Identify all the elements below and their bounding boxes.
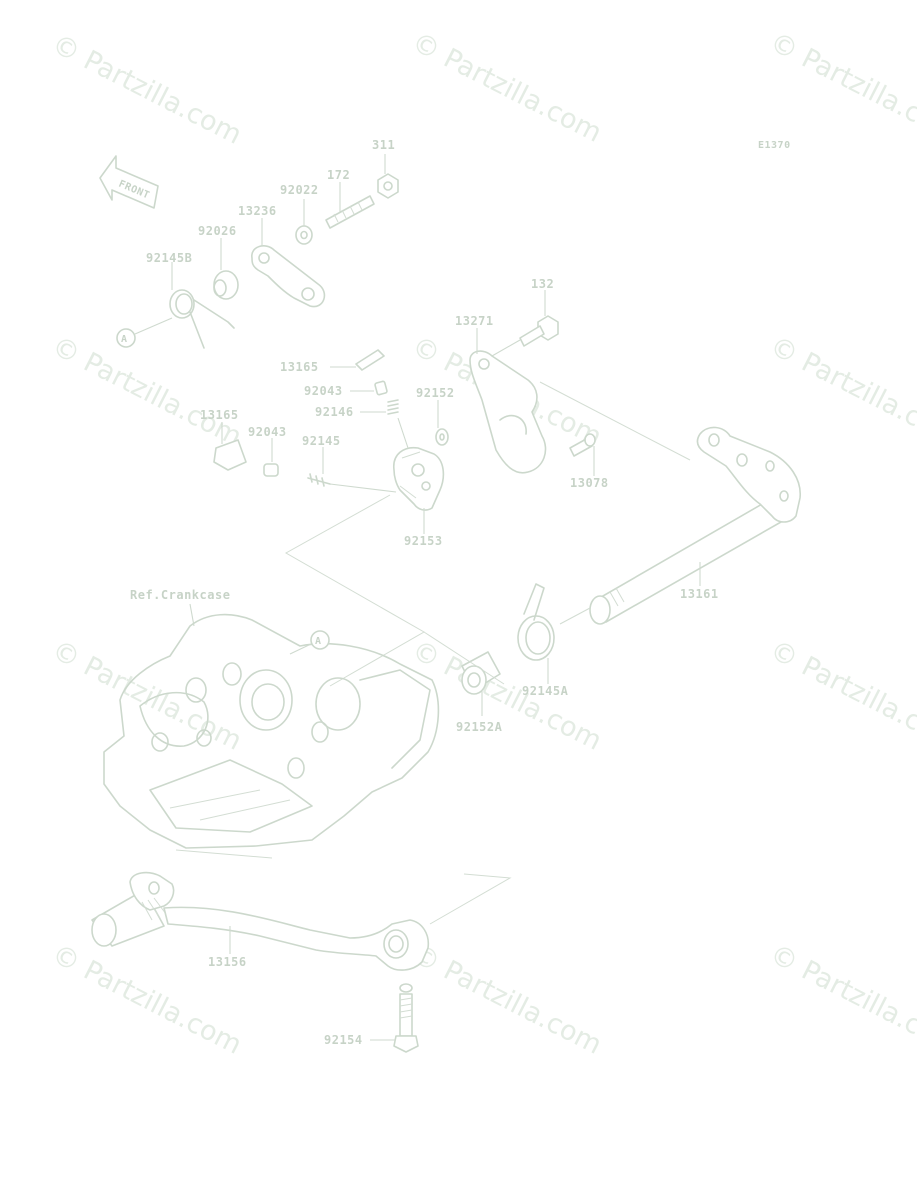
part-92043-pin-upper[interactable] xyxy=(374,380,388,396)
part-number[interactable]: 92152A xyxy=(456,720,503,734)
watermark: © Partzilla.com xyxy=(765,939,917,1061)
part-number[interactable]: 13161 xyxy=(680,587,719,601)
watermark: © Partzilla.com xyxy=(407,27,607,149)
part-13165-pawl-upper[interactable] xyxy=(355,349,385,371)
part-13078-shift-mechanism[interactable] xyxy=(393,446,445,511)
part-13236-link-plate[interactable] xyxy=(251,245,326,308)
reference-label: Ref.Crankcase xyxy=(130,588,230,602)
watermark: © Partzilla.com xyxy=(765,635,917,757)
part-number[interactable]: 13236 xyxy=(238,204,277,218)
part-172-stud[interactable] xyxy=(325,195,375,229)
part-number[interactable]: 13078 xyxy=(570,476,609,490)
diagram-code: E1370 xyxy=(758,140,791,151)
part-92146-spring-upper[interactable] xyxy=(387,399,399,415)
part-number[interactable]: 13165 xyxy=(200,408,239,422)
part-92152-washer[interactable] xyxy=(435,428,449,446)
part-number[interactable]: 92043 xyxy=(248,425,287,439)
watermark: © Partzilla.com xyxy=(47,331,247,453)
callout-a-upper: A xyxy=(116,328,136,348)
part-number[interactable]: 92145A xyxy=(522,684,569,698)
part-number[interactable]: 92043 xyxy=(304,384,343,398)
part-92152a-collar[interactable] xyxy=(461,651,501,695)
part-number[interactable]: 92026 xyxy=(198,224,237,238)
part-132-bolt[interactable] xyxy=(519,315,559,347)
part-number[interactable]: 92145 xyxy=(302,434,341,448)
part-number[interactable]: 13165 xyxy=(280,360,319,374)
part-92145a-return-spring[interactable] xyxy=(517,583,555,661)
watermark: © Partzilla.com xyxy=(765,331,917,453)
part-13165-pawl-lower[interactable] xyxy=(213,439,247,471)
part-number[interactable]: 92022 xyxy=(280,183,319,197)
crankcase-reference xyxy=(103,613,440,849)
part-13271-shift-plate[interactable] xyxy=(469,350,547,474)
part-13156-shift-pedal[interactable] xyxy=(91,871,430,971)
part-92026-collar[interactable] xyxy=(213,270,239,300)
part-number[interactable]: 92146 xyxy=(315,405,354,419)
part-92153-bolt[interactable] xyxy=(569,433,596,457)
part-number[interactable]: 92145B xyxy=(146,251,192,265)
part-number[interactable]: 13271 xyxy=(455,314,494,328)
part-number[interactable]: 172 xyxy=(327,168,350,182)
part-number[interactable]: 92154 xyxy=(324,1033,363,1047)
watermark: © Partzilla.com xyxy=(47,635,247,757)
part-92022-washer[interactable] xyxy=(295,225,313,245)
front-arrow-icon: FRONT xyxy=(99,155,159,209)
watermark-group: © Partzilla.com © Partzilla.com © Partzi… xyxy=(47,27,917,1061)
watermark: © Partzilla.com xyxy=(765,27,917,149)
part-number[interactable]: 92153 xyxy=(404,534,443,548)
part-number[interactable]: 311 xyxy=(372,138,395,152)
svg-text:A: A xyxy=(121,334,128,345)
part-number[interactable]: 132 xyxy=(531,277,554,291)
watermark: © Partzilla.com xyxy=(407,939,607,1061)
part-13161-shift-shaft[interactable] xyxy=(589,426,801,625)
part-number[interactable]: 13156 xyxy=(208,955,247,969)
svg-text:A: A xyxy=(315,636,322,647)
part-92145-spring-lower[interactable] xyxy=(307,473,331,487)
callout-a-lower: A xyxy=(310,630,330,650)
part-92043-pin-lower[interactable] xyxy=(263,463,279,477)
part-311-nut[interactable] xyxy=(377,173,399,199)
watermark: © Partzilla.com xyxy=(47,29,247,151)
part-92145b-spring[interactable] xyxy=(169,289,235,349)
part-number[interactable]: 92152 xyxy=(416,386,455,400)
part-92154-pinch-bolt[interactable] xyxy=(393,983,419,1053)
